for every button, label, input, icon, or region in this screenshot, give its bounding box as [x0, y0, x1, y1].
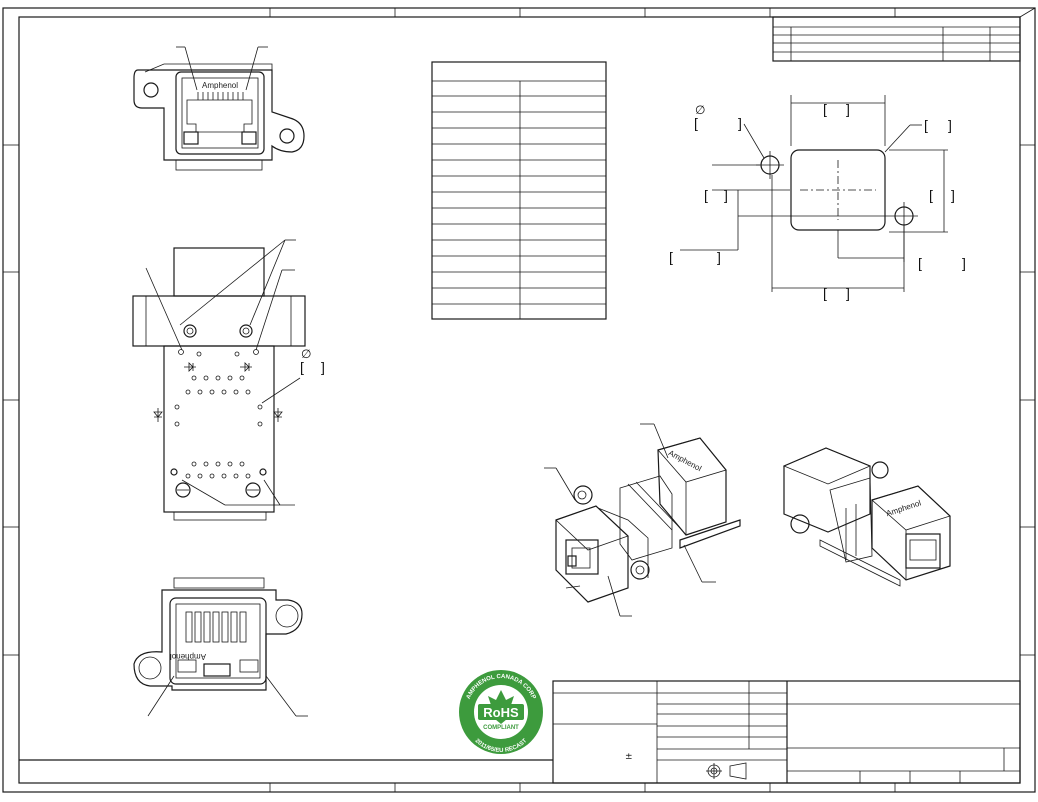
- dim-hole-bracket-close: ]: [738, 115, 742, 131]
- contact-pins-front: [197, 92, 244, 100]
- front-view: Amphenol: [133, 46, 305, 171]
- bracket-close: ]: [321, 359, 325, 375]
- brand-label-iso: Amphenol: [667, 448, 703, 473]
- dim-corner-bracket-close: ]: [948, 117, 952, 133]
- dim-bottom-bracket-close: ]: [846, 285, 850, 301]
- bracket-open: [: [300, 359, 304, 375]
- rohs-sub-text: COMPLIANT: [483, 725, 519, 731]
- revision-block: [772, 16, 1021, 62]
- pcb-footprint: [ ] [ ] [ ] ∅ [ ] [ ] [ ] [ ] [ ]: [669, 95, 966, 301]
- dim-top-bracket-open: [: [823, 101, 827, 117]
- dim-bottom-bracket-open: [: [823, 285, 827, 301]
- dim-right-bracket-close: ]: [951, 187, 955, 203]
- dim-top-bracket-close: ]: [846, 101, 850, 117]
- sheet-border: [2, 7, 1036, 793]
- dim-left-bracket-open: [: [704, 187, 708, 203]
- isometric-view-rear: Amphenol: [782, 447, 951, 587]
- dim-offset-bracket-close: ]: [962, 255, 966, 271]
- brand-label-front: Amphenol: [202, 81, 238, 90]
- third-angle-projection-icon: [706, 762, 747, 780]
- brand-label-rear: Amphenol: [170, 652, 206, 661]
- rohs-seal: RoHS COMPLIANT AMPHENOL CANADA CORP 2011…: [459, 670, 543, 754]
- isometric-view-front: Amphenol: [544, 423, 741, 617]
- contact-pins-rear: [185, 611, 247, 643]
- pcb-holes: [170, 349, 267, 498]
- brand-label-iso-rear: Amphenol: [885, 498, 922, 518]
- tolerance-symbol: ±: [625, 752, 633, 762]
- dim-right-bracket-open: [: [929, 187, 933, 203]
- pin-table: [431, 61, 607, 320]
- led-symbols: [153, 362, 283, 422]
- rear-view: Amphenol: [133, 577, 308, 717]
- dim-offset-bracket-open: [: [918, 255, 922, 271]
- rohs-main-text: RoHS: [483, 705, 519, 720]
- title-block: ±: [19, 680, 1021, 784]
- dim-lower-bracket-open: [: [669, 249, 673, 265]
- dim-left-bracket-close: ]: [724, 187, 728, 203]
- dim-hole-bracket-open: [: [694, 115, 698, 131]
- diameter-symbol: ∅: [301, 347, 311, 361]
- dim-lower-bracket-close: ]: [717, 249, 721, 265]
- dim-corner-bracket-open: [: [924, 117, 928, 133]
- top-view: ∅ [ ]: [132, 239, 325, 521]
- dim-hole-diameter: ∅: [695, 103, 705, 117]
